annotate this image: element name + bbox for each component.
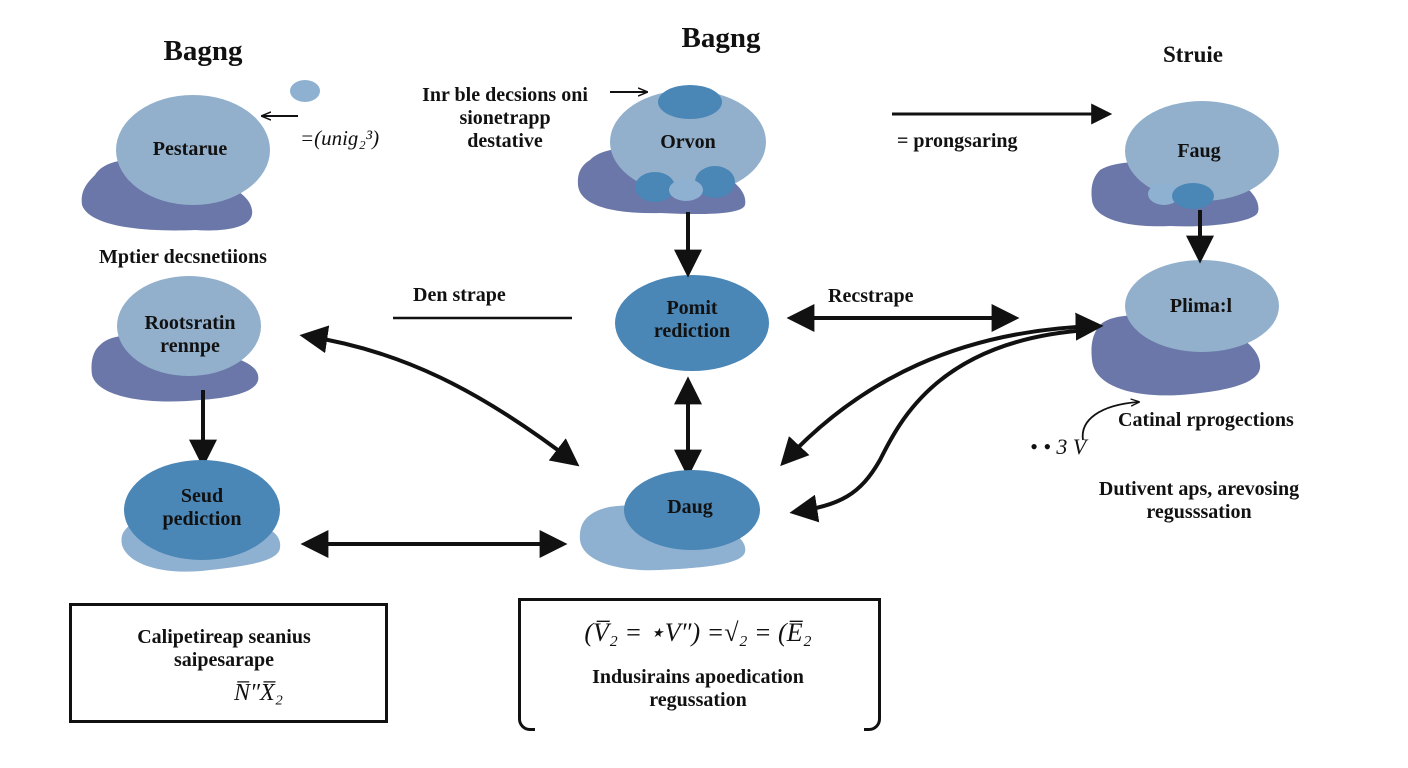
node-plimal[interactable]: [1091, 260, 1279, 396]
pomit-label-line1: Pomit: [666, 297, 718, 319]
node-daug[interactable]: [579, 470, 760, 571]
orvon-top-cap: [658, 85, 722, 119]
top-note-line3: destative: [467, 130, 543, 152]
right-note-line2: regusssation: [1146, 501, 1252, 523]
faug-small-lobe: [1148, 183, 1180, 205]
left-box-line2: saipesarape: [173, 649, 274, 671]
center-box-frame: [518, 598, 881, 719]
rootsratin-label-line1: Rootsratin: [144, 312, 236, 334]
left-box-formula: N̅″X̅₂: [234, 680, 284, 706]
daug-label: Daug: [667, 496, 713, 518]
orvon-lobe-left: [635, 172, 675, 202]
right-column-title: Struie: [1162, 42, 1224, 67]
catinal-pointer-arrow: [1081, 402, 1138, 441]
pomit-label-line2: rediction: [653, 320, 731, 342]
seud-label: Seud pediction: [163, 485, 242, 531]
seud-label-line1: Seud: [180, 485, 224, 507]
orvon-center-lobe: [669, 179, 703, 201]
prongsaring-label: = prongsaring: [897, 130, 1018, 152]
right-note-line1: Dutivent aps, arevosing: [1098, 478, 1300, 500]
plimal-label: Plima:l: [1169, 295, 1233, 317]
arrow-plimal-daug-lower: [789, 328, 1089, 523]
center-box-text: Indusirains apoedication regussation: [592, 666, 804, 712]
rootsratin-label: Rootsratin rennpe: [144, 312, 235, 358]
faug-ellipse: [1125, 101, 1279, 201]
left-box-line1: Calipetireap seanius: [137, 626, 311, 648]
rootsratin-label-line2: rennpe: [160, 335, 220, 357]
node-pestarue[interactable]: [81, 95, 270, 231]
seud-ellipse: [124, 460, 280, 560]
top-note: Inr ble decsions oni sionetrapp destativ…: [422, 84, 588, 153]
catinal-label: Catinal rprogections: [1118, 409, 1294, 431]
arrow-plimal-daug-upper: [780, 312, 1104, 467]
faug-label: Faug: [1177, 140, 1221, 162]
rootsratin-ellipse: [117, 276, 261, 376]
left-formula-box: Calipetireap seanius saipesarape N̅″X̅₂: [69, 603, 388, 723]
pestarue-label: Pestarue: [152, 138, 228, 160]
plimal-ellipse: [1125, 260, 1279, 352]
center-column-title: Bagng: [681, 22, 761, 54]
orvon-lobe-right: [695, 166, 735, 198]
node-orvon[interactable]: [577, 85, 766, 215]
center-formula-box: (V̅₂ = ⋆V″) =√₂ = (E̅₂ Indusirains apoed…: [518, 598, 881, 734]
top-note-line2: sionetrapp: [459, 107, 551, 129]
center-box-line2: regussation: [649, 689, 747, 711]
center-box-formula: (V̅₂ = ⋆V″) =√₂ = (E̅₂: [584, 618, 812, 647]
arrow-rootsratin-daug: [299, 325, 580, 467]
center-box-corner-left: [518, 708, 535, 731]
left-column-title: Bagng: [163, 35, 243, 67]
pomit-ellipse: [615, 275, 769, 371]
top-note-line1: Inr ble decsions oni: [422, 84, 588, 106]
recstrape-label: Recstrape: [828, 285, 914, 307]
center-box-corner-right: [864, 708, 881, 731]
daug-ellipse: [624, 470, 760, 550]
orvon-label: Orvon: [660, 131, 716, 153]
orvon-ellipse: [610, 90, 766, 194]
node-rootsratin[interactable]: [91, 276, 261, 402]
faug-cap: [1172, 183, 1214, 209]
small-cloud-blob: [290, 80, 320, 102]
dots-formula: • • 3 V: [1030, 434, 1087, 459]
right-note: Dutivent aps, arevosing regusssation: [1099, 478, 1299, 524]
pestarue-ellipse: [116, 95, 270, 205]
node-pomit[interactable]: [615, 275, 769, 371]
formula-annotation: =(uniɡ₂³): [300, 126, 380, 150]
node-faug[interactable]: [1091, 101, 1279, 227]
center-box-line1: Indusirains apoedication: [592, 666, 804, 688]
left-box-text: Calipetireap seanius saipesarape: [137, 626, 311, 672]
mptier-label: Mptier decsnetiions: [99, 246, 267, 268]
node-seud[interactable]: [121, 460, 281, 572]
seud-label-line2: pediction: [162, 508, 242, 530]
den-strape-label: Den strape: [413, 284, 506, 306]
pomit-label: Pomit rediction: [654, 297, 730, 343]
